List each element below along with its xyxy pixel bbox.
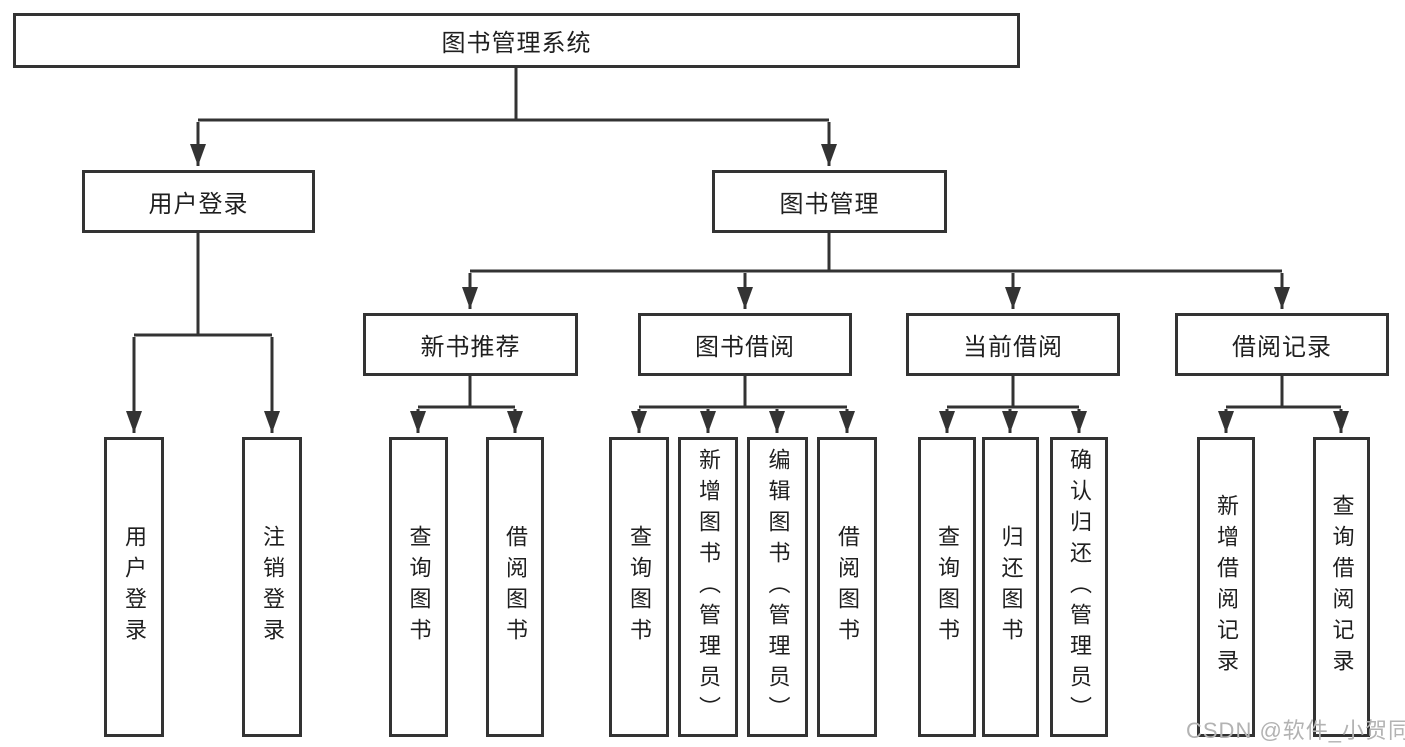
node-borrowing-records: 借阅记录 xyxy=(1175,313,1389,376)
leaf-borrow-books-recommend: 借阅图书 xyxy=(486,437,544,737)
leaf-add-borrow-record: 新增借阅记录 xyxy=(1197,437,1255,737)
leaf-return-books: 归还图书 xyxy=(982,437,1039,737)
leaf-edit-books-admin: 编辑图书（管理员） xyxy=(747,437,808,737)
node-user-login-branch: 用户登录 xyxy=(82,170,315,233)
tree-arrowheads xyxy=(126,122,1349,433)
leaf-confirm-return-admin: 确认归还（管理员） xyxy=(1050,437,1108,737)
node-book-borrowing: 图书借阅 xyxy=(638,313,852,376)
leaf-query-books-current: 查询图书 xyxy=(918,437,976,737)
leaf-add-books-admin: 新增图书（管理员） xyxy=(678,437,738,737)
csdn-watermark: CSDN @软件_小贺同学 xyxy=(1186,718,1405,743)
leaf-query-books-borrowing: 查询图书 xyxy=(609,437,669,737)
node-book-management-branch: 图书管理 xyxy=(712,170,947,233)
node-new-book-recommendation: 新书推荐 xyxy=(363,313,578,376)
leaf-logout: 注销登录 xyxy=(242,437,302,737)
leaf-user-login: 用户登录 xyxy=(104,437,164,737)
node-current-borrowing: 当前借阅 xyxy=(906,313,1120,376)
leaf-borrow-books: 借阅图书 xyxy=(817,437,877,737)
tree-edges xyxy=(134,68,1341,409)
leaf-query-books-recommend: 查询图书 xyxy=(389,437,448,737)
node-library-management-system: 图书管理系统 xyxy=(13,13,1020,68)
leaf-query-borrow-record: 查询借阅记录 xyxy=(1313,437,1370,737)
